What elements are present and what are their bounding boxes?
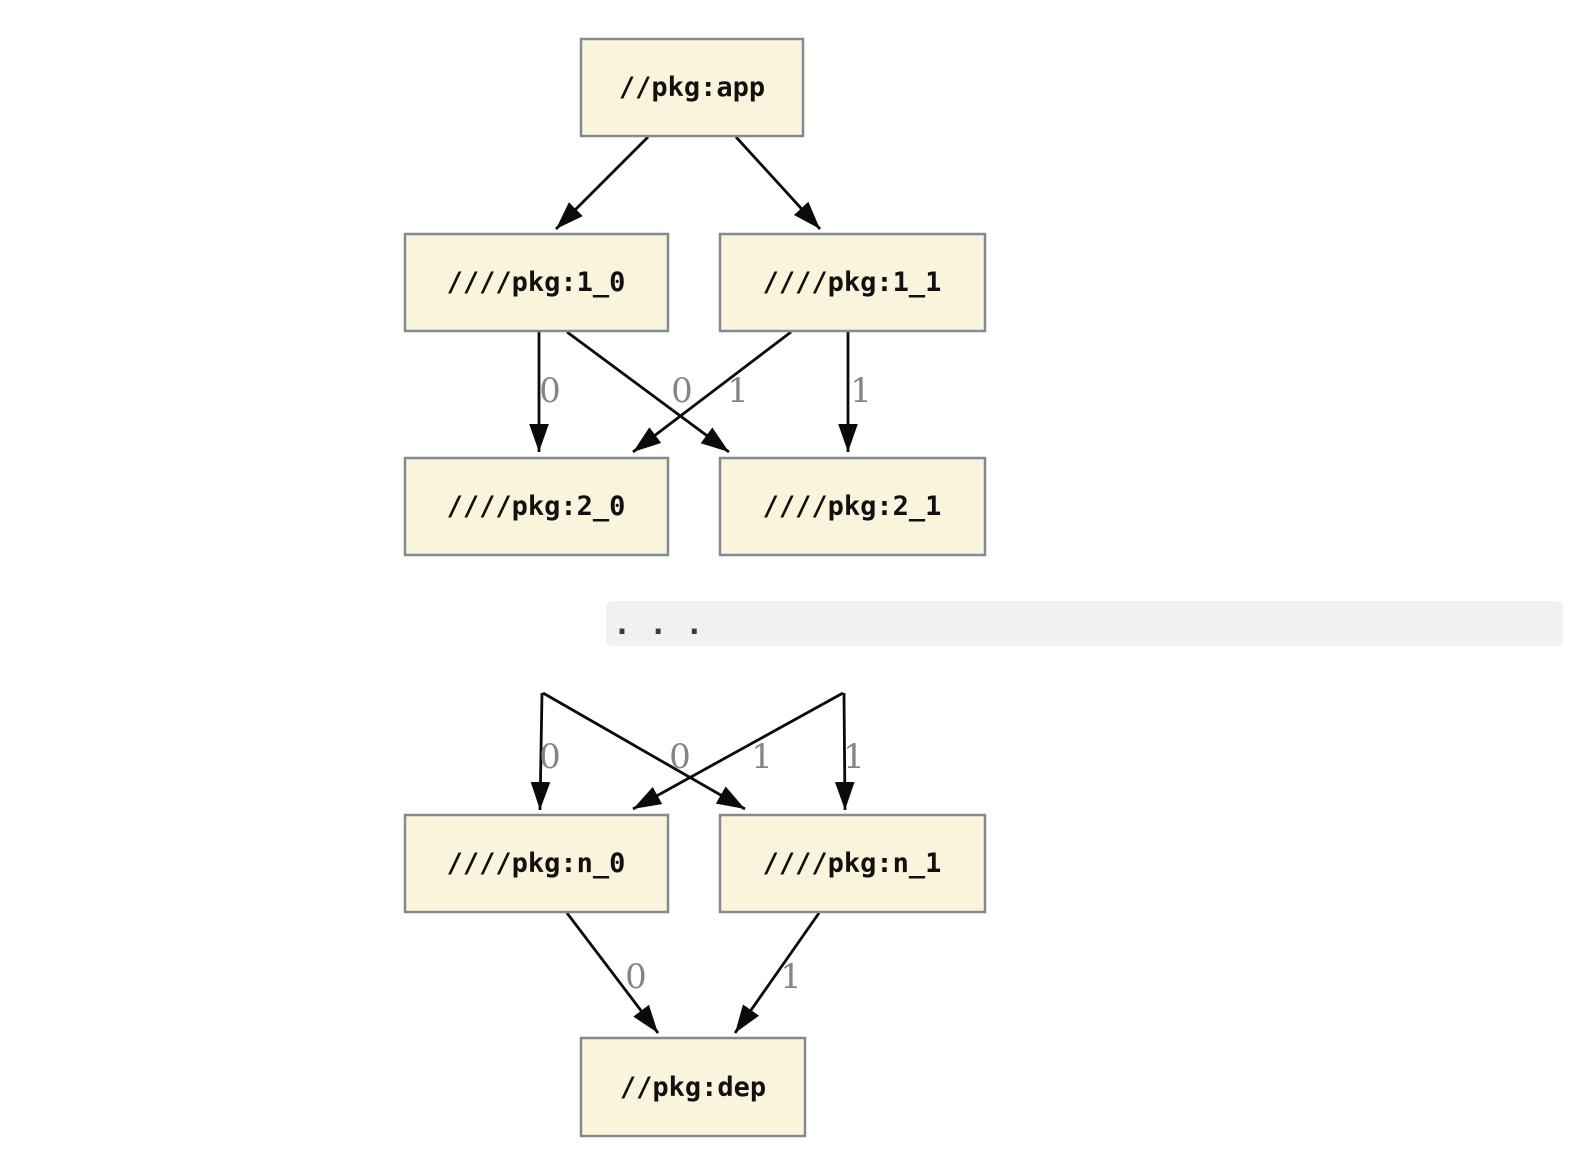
edge-labels: 0 0 1 1 0 0 1 1 0 1: [539, 371, 872, 997]
edge-ellipsis-to-n_1-cross: [542, 691, 746, 811]
node-1_1: ////pkg:1_1: [718, 232, 987, 333]
edge-ellipsis-to-n_1-straight: [834, 692, 855, 811]
node-1_0-label: ////pkg:1_0: [447, 267, 626, 298]
edge-label-ellipsis-n_1-straight: 1: [843, 737, 865, 777]
edge-label-ellipsis-n_0-cross: 0: [669, 737, 691, 777]
node-app-label: //pkg:app: [619, 72, 765, 103]
edge-ellipsis-to-n_0-straight: [530, 692, 551, 811]
edge-label-1_1-2_1: 1: [850, 371, 872, 411]
node-dep-box: [579, 1036, 807, 1138]
edge-label-ellipsis-n_1-cross: 1: [751, 737, 773, 777]
node-2_0: ////pkg:2_0: [403, 456, 670, 557]
node-app-box: [579, 37, 805, 138]
edge-label-1_0-2_1: 1: [727, 371, 749, 411]
node-1_1-label: ////pkg:1_1: [763, 267, 942, 298]
node-2_0-box: [403, 456, 670, 557]
edge-label-1_0-2_0: 0: [539, 371, 561, 411]
node-n_1: ////pkg:n_1: [718, 813, 987, 914]
node-n_0-label: ////pkg:n_0: [447, 848, 626, 879]
node-n_1-label: ////pkg:n_1: [763, 848, 942, 879]
ellipsis-band-box: [606, 601, 1563, 646]
edge-1_1-to-2_0: [632, 330, 792, 454]
node-1_0-box: [403, 232, 670, 333]
edge-n_0-to-dep: [565, 912, 660, 1034]
edges: [529, 136, 858, 1034]
node-2_0-label: ////pkg:2_0: [447, 491, 626, 522]
node-n_0: ////pkg:n_0: [403, 813, 670, 914]
node-1_0: ////pkg:1_0: [403, 232, 670, 333]
node-dep: //pkg:dep: [579, 1036, 807, 1138]
edge-label-n_1-dep: 1: [780, 957, 802, 997]
ellipsis-text: . . .: [613, 607, 703, 642]
node-1_1-box: [718, 232, 987, 333]
node-2_1-label: ////pkg:2_1: [763, 491, 942, 522]
edge-app-to-1_1: [734, 136, 822, 230]
ellipsis-band: . . .: [606, 601, 1563, 646]
edge-ellipsis-to-n_0-cross: [632, 691, 844, 811]
edge-app-to-1_0: [555, 136, 649, 230]
node-2_1: ////pkg:2_1: [718, 456, 987, 557]
node-app: //pkg:app: [579, 37, 805, 138]
edge-n_1-to-dep: [733, 912, 821, 1034]
node-dep-label: //pkg:dep: [620, 1072, 766, 1103]
edge-label-ellipsis-n_0-straight: 0: [539, 737, 561, 777]
node-n_0-box: [403, 813, 670, 914]
node-n_1-box: [718, 813, 987, 914]
edge-label-1_1-2_0: 0: [671, 371, 693, 411]
edge-label-n_0-dep: 0: [625, 957, 647, 997]
node-2_1-box: [718, 456, 987, 557]
edge-1_0-to-2_1: [566, 330, 730, 454]
